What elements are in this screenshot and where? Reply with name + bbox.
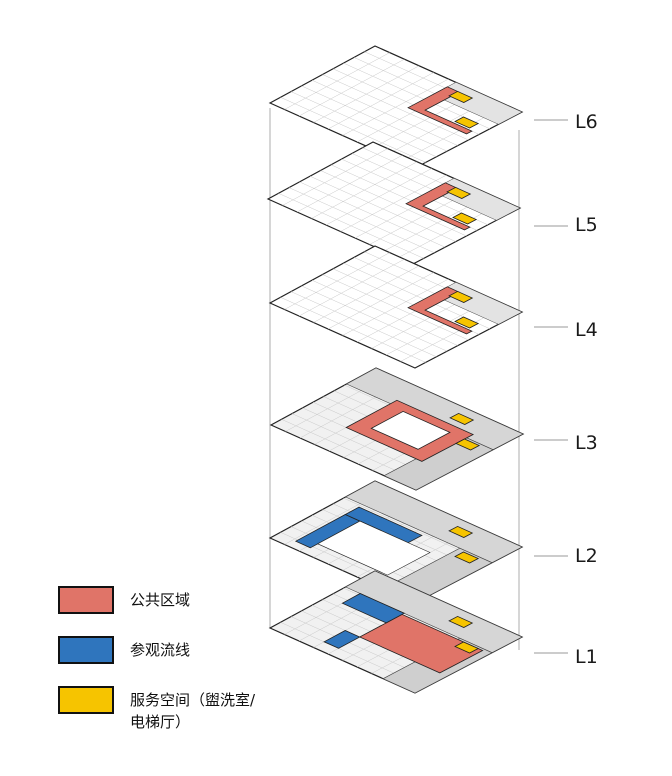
public-zone-l4 bbox=[407, 286, 473, 335]
public-zone-l6 bbox=[407, 86, 473, 135]
level-label-l6: L6 bbox=[575, 111, 598, 133]
legend-swatch-public bbox=[58, 586, 114, 614]
legend-swatch-service bbox=[58, 686, 114, 714]
grid-line bbox=[342, 78, 449, 136]
service-core-l4 bbox=[448, 290, 474, 303]
level-label-l3: L3 bbox=[575, 432, 598, 454]
service-core-l3 bbox=[455, 438, 481, 451]
legend-swatch-circulation bbox=[58, 636, 114, 664]
service-core-l6 bbox=[454, 116, 480, 129]
atrium-void bbox=[317, 520, 431, 576]
service-core-l1 bbox=[454, 641, 480, 654]
circulation-zone-l1 bbox=[341, 593, 406, 624]
grid-line bbox=[340, 174, 447, 232]
circulation-zone-l1 bbox=[323, 630, 361, 649]
legend-label-circulation: 参观流线 bbox=[130, 641, 191, 659]
level-label-l2: L2 bbox=[575, 545, 598, 567]
room-block bbox=[344, 570, 523, 654]
service-core-l1 bbox=[448, 615, 474, 628]
legend-label-service-line2: 电梯厅） bbox=[130, 713, 191, 731]
service-core-l5 bbox=[452, 212, 478, 225]
room-block bbox=[344, 480, 523, 564]
grid-line bbox=[342, 278, 449, 336]
service-core-l2 bbox=[448, 525, 474, 538]
legend-label-service-line1: 服务空间（盥洗室/ bbox=[130, 691, 256, 709]
legend-label-public: 公共区域 bbox=[130, 591, 191, 609]
public-zone-l5 bbox=[405, 182, 471, 231]
service-core-l5 bbox=[446, 186, 472, 199]
service-core-l4 bbox=[454, 316, 480, 329]
service-core-l3 bbox=[449, 412, 475, 425]
level-label-l4: L4 bbox=[575, 319, 598, 341]
level-label-l5: L5 bbox=[575, 214, 598, 236]
level-label-l1: L1 bbox=[575, 646, 598, 668]
service-core-l6 bbox=[448, 90, 474, 103]
service-core-l2 bbox=[454, 551, 480, 564]
atrium-void bbox=[370, 410, 451, 450]
